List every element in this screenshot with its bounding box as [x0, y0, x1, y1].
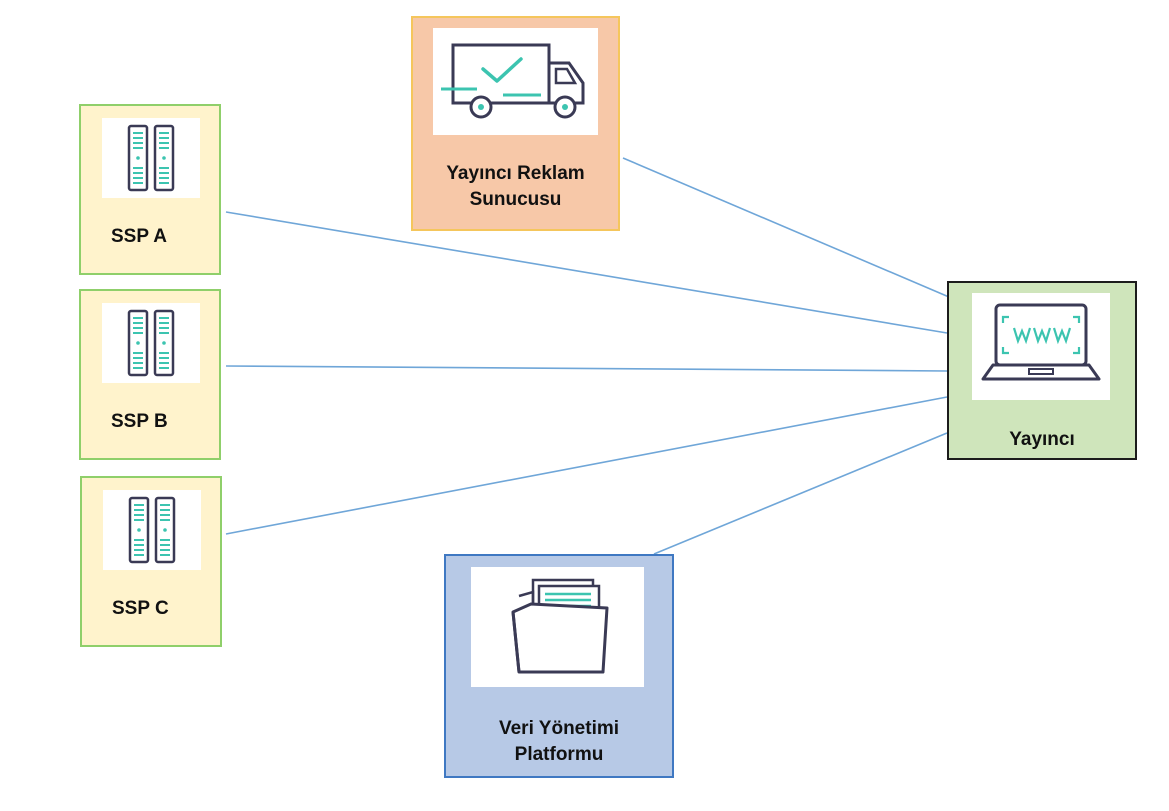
node-ad-server: Yayıncı Reklam Sunucusu: [411, 16, 620, 231]
node-label: Yayıncı Reklam Sunucusu: [446, 163, 585, 210]
node-label: Veri Yönetimi Platformu: [498, 718, 620, 765]
node-data-management-platform: Veri Yönetimi Platformu: [444, 554, 674, 778]
folder-documents-icon: [471, 567, 644, 687]
edge-ad-server-publisher: [622, 157, 950, 298]
delivery-truck-icon: [433, 28, 598, 135]
edge-ssp-b-publisher: [225, 365, 948, 372]
server-rack-icon: [102, 303, 200, 383]
node-ssp-b: SSP B: [79, 289, 221, 460]
node-ssp-c: SSP C: [80, 476, 222, 647]
node-ssp-a: SSP A: [79, 104, 221, 275]
node-label: Yayıncı: [1009, 429, 1075, 450]
node-label: SSP C: [112, 598, 169, 619]
edge-dmp-publisher: [653, 432, 948, 555]
node-label: SSP A: [111, 226, 167, 247]
server-rack-icon: [102, 118, 200, 198]
node-label: SSP B: [111, 411, 168, 432]
node-publisher: Yayıncı: [947, 281, 1137, 460]
edge-ssp-a-publisher: [225, 211, 948, 334]
edge-ssp-c-publisher: [225, 396, 948, 535]
server-rack-icon: [103, 490, 201, 570]
laptop-www-icon: [972, 293, 1110, 400]
